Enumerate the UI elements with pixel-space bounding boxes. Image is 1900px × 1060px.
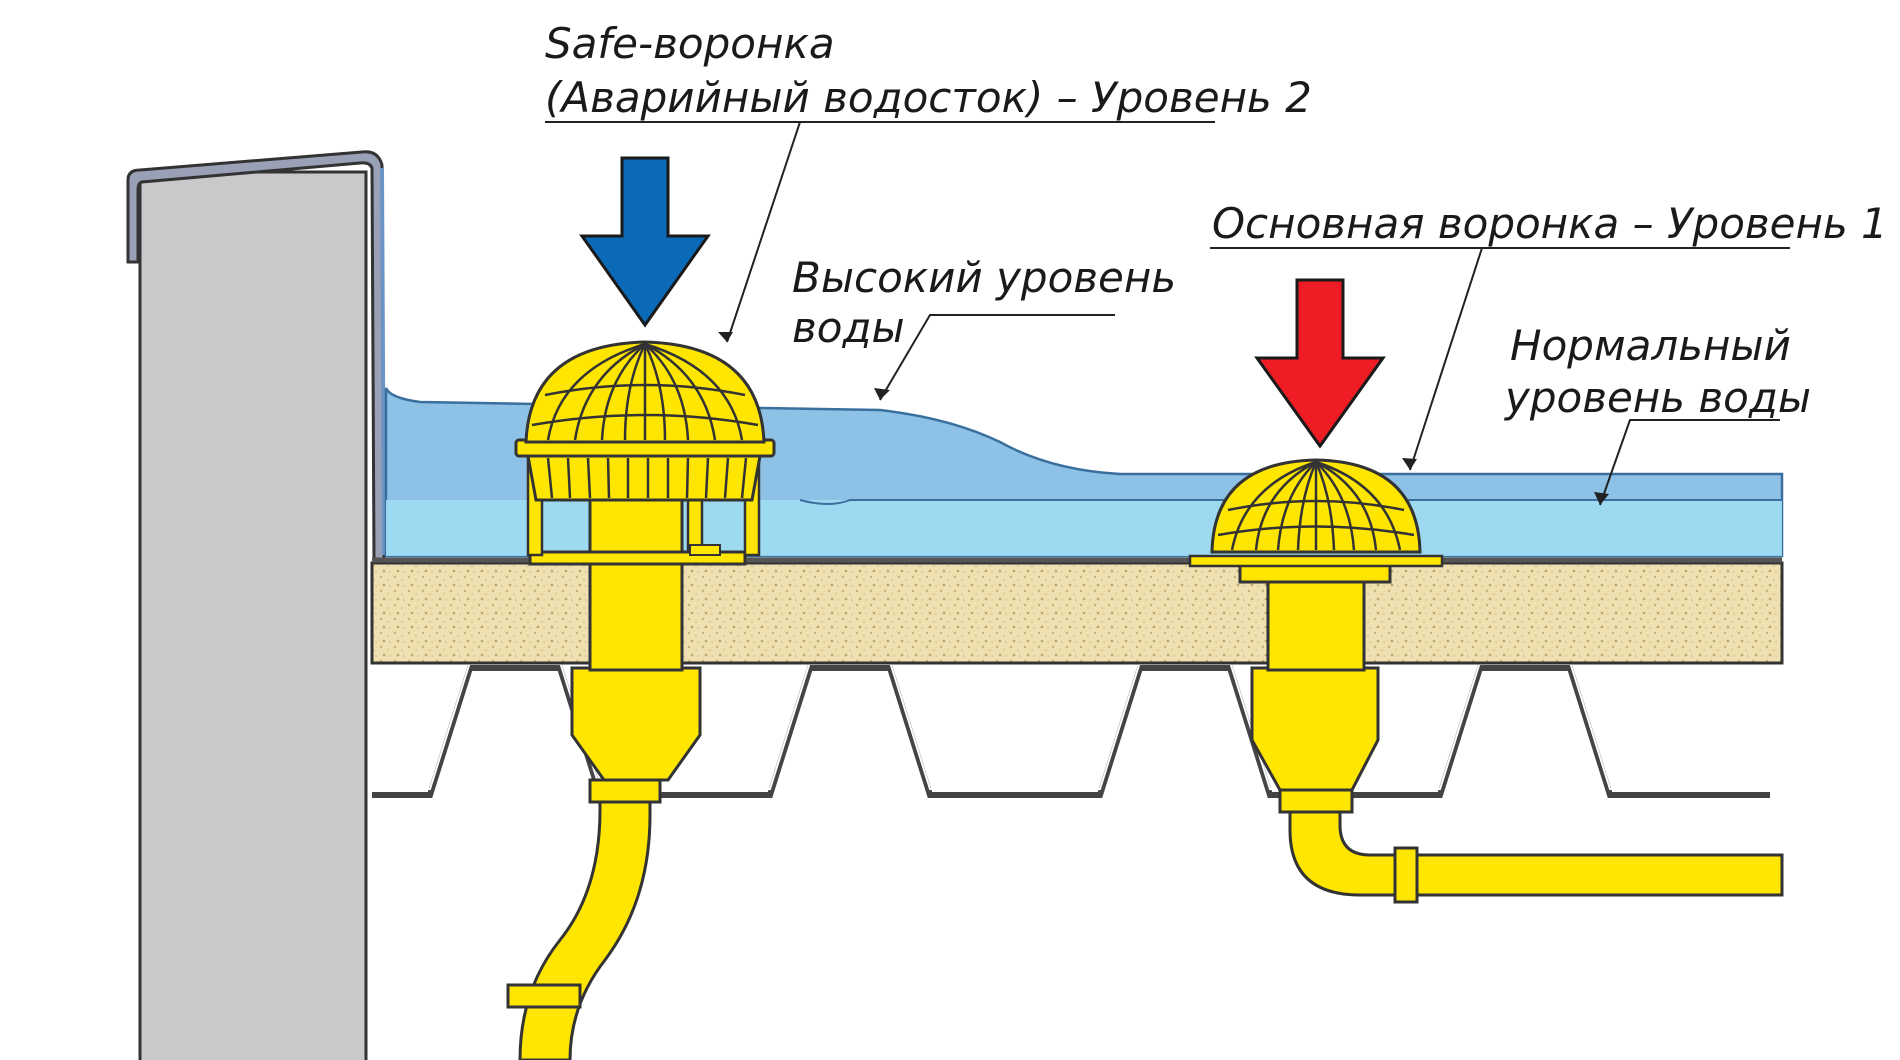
- arrow-down-icon: [1254, 278, 1386, 449]
- main-funnel-label: Основная воронка – Уровень 1: [1212, 199, 1888, 248]
- safe-funnel-label: Safe-воронка: [545, 19, 835, 68]
- arrow-down-icon: [579, 156, 711, 328]
- main-drain-pipe: [1288, 798, 1784, 897]
- high-water-label: Высокий уровень: [792, 253, 1176, 302]
- parapet-wall: [138, 170, 368, 1060]
- safe-funnel-sublabel: (Аварийный водосток) – Уровень 2: [545, 73, 1312, 122]
- normal-water-sublabel: уровень воды: [1503, 373, 1811, 422]
- leader-lines: [545, 121, 1790, 506]
- insulation-layer: [370, 561, 1784, 665]
- normal-water-level: [386, 500, 1782, 556]
- safe-funnel: [506, 340, 776, 1060]
- normal-water-label: Нормальный: [1510, 321, 1791, 370]
- main-funnel: [1188, 458, 1784, 904]
- high-water-sublabel: воды: [792, 303, 905, 352]
- safe-drain-pipe: [518, 788, 652, 1060]
